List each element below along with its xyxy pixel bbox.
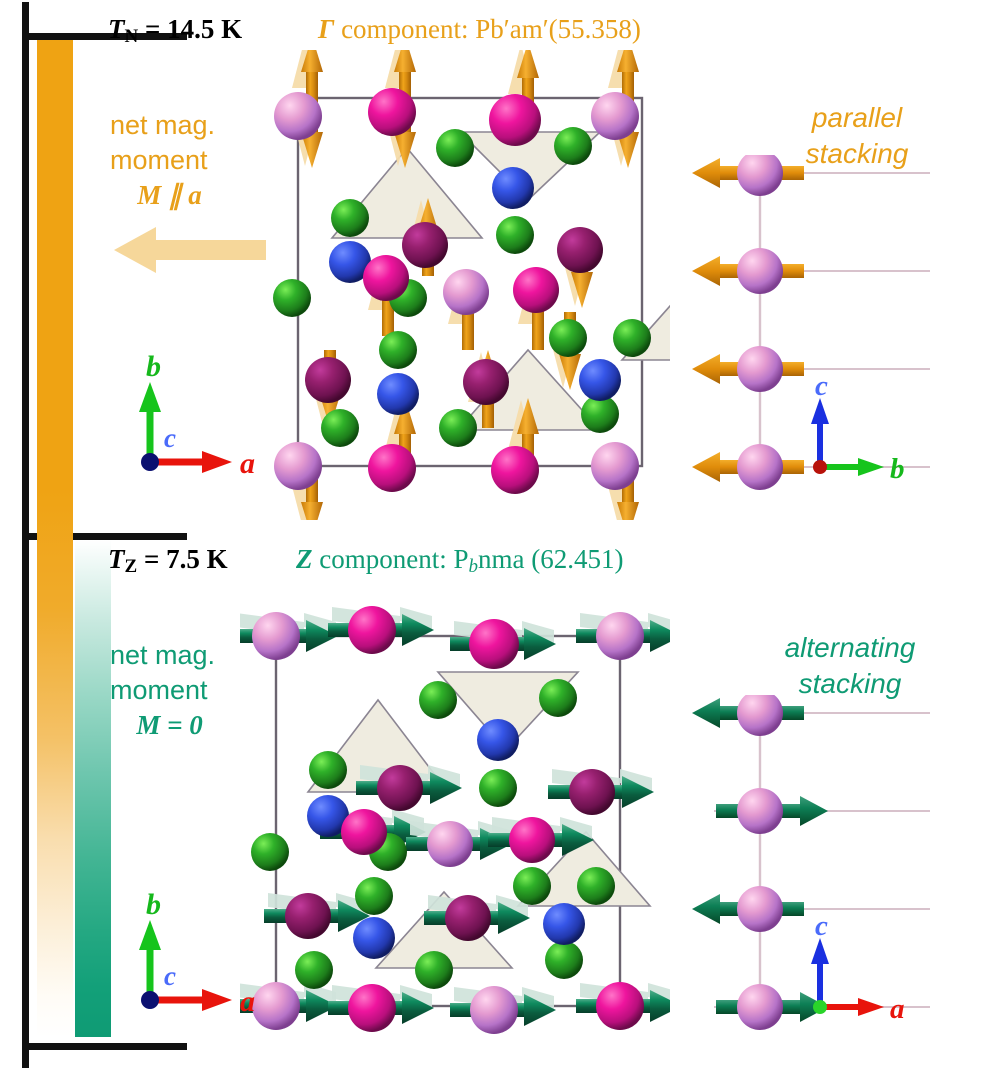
axis-label-c: c xyxy=(815,370,828,402)
z-net-moment-value: M = 0 xyxy=(136,710,203,740)
axis-label-c: c xyxy=(815,910,828,942)
z-stacking-line1: alternating xyxy=(784,632,916,663)
gamma-component-label: Γ component: Pb′am′(55.358) xyxy=(318,14,641,45)
gamma-net-moment-line2: moment xyxy=(110,145,208,175)
z-component-label: Z component: Pbnma (62.451) xyxy=(296,544,623,578)
tz-subscript: Z xyxy=(124,556,138,577)
axis-label-c: c xyxy=(164,961,176,991)
z-unit-cell-diagram xyxy=(240,606,670,1034)
gamma-stacking-line1: parallel xyxy=(811,102,903,133)
net-moment-arrow-icon xyxy=(114,227,266,273)
gamma-net-moment-block: net mag. moment M ∥ a xyxy=(110,108,215,213)
colorbar-gamma xyxy=(37,40,73,1037)
tz-symbol: T xyxy=(108,544,125,574)
z-stacking-label: alternating stacking xyxy=(725,630,975,702)
gamma-stacking-diagram: c b xyxy=(692,155,930,490)
axis-label-b: b xyxy=(890,453,905,485)
gamma-stacking-label: parallel stacking xyxy=(752,100,962,172)
gamma-net-moment-value: M ∥ a xyxy=(137,180,202,210)
axis-tick-bottom xyxy=(22,1043,187,1050)
z-cell-axis-triad: b c a xyxy=(139,890,255,1018)
gamma-stacking-line2: stacking xyxy=(805,138,909,169)
z-component-tail: nma (62.451) xyxy=(478,544,624,574)
axis-tick-tn xyxy=(22,33,187,40)
tn-label: TN = 14.5 K xyxy=(108,14,242,48)
tn-value: = 14.5 K xyxy=(138,14,243,44)
axis-tick-tz xyxy=(22,533,187,540)
axis-label-a: a xyxy=(240,985,255,1018)
axis-label-c: c xyxy=(164,423,176,453)
z-net-moment-line2: moment xyxy=(110,675,208,705)
tz-label: TZ = 7.5 K xyxy=(108,544,228,578)
tn-symbol: T xyxy=(108,14,125,44)
axis-label-b: b xyxy=(146,890,161,921)
z-component-text: component: P xyxy=(312,544,469,574)
z-symbol: Z xyxy=(296,544,313,574)
gamma-net-moment-line1: net mag. xyxy=(110,110,216,140)
z-stacking-diagram: c a xyxy=(692,695,930,1030)
colorbar-z xyxy=(75,540,111,1037)
axis-label-a: a xyxy=(240,447,255,480)
gamma-cell-axis-triad: b c a xyxy=(139,352,255,480)
tn-subscript: N xyxy=(124,26,139,47)
z-net-moment-block: net mag. moment M = 0 xyxy=(110,638,215,743)
z-stacking-line2: stacking xyxy=(798,668,902,699)
axis-label-b: b xyxy=(146,352,161,383)
z-net-moment-line1: net mag. xyxy=(110,640,216,670)
gamma-symbol: Γ xyxy=(318,14,335,44)
gamma-component-text: component: Pb′am′(55.358) xyxy=(334,14,641,44)
tz-value: = 7.5 K xyxy=(137,544,228,574)
z-component-subscript: b xyxy=(468,556,479,577)
gamma-unit-cell-diagram xyxy=(273,50,670,520)
axis-label-a: a xyxy=(890,993,905,1025)
